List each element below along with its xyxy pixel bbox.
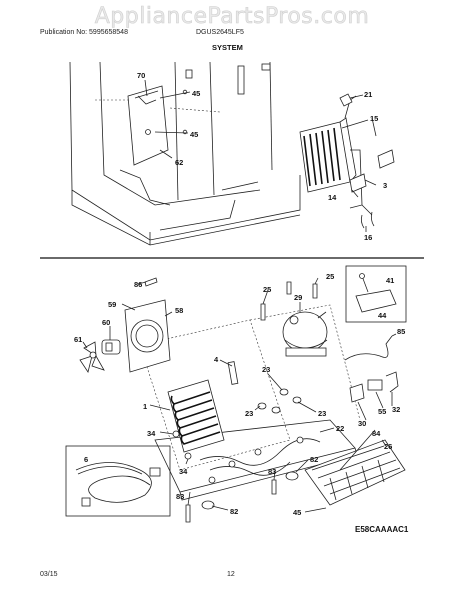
callout-86: 86 (134, 280, 142, 289)
part-25-screw-a (260, 303, 266, 321)
callout-14: 14 (328, 193, 337, 202)
callout-70: 70 (137, 71, 145, 80)
model-number: DGUS2645LF5 (196, 29, 244, 36)
callout-61: 61 (74, 335, 82, 344)
part-23-grommet-d (271, 406, 281, 414)
part-3-bracket (377, 149, 395, 169)
fan-shroud (124, 299, 171, 373)
inset-detail-box (345, 265, 407, 323)
callout-60: 60 (102, 318, 110, 327)
callout-29: 29 (294, 293, 302, 302)
fan-blade (79, 341, 105, 373)
part-83-bolt-a (185, 504, 191, 523)
part-23-grommet-c (257, 402, 267, 410)
watermark-logo: AppliancePartsPros.com (94, 4, 370, 30)
part-30-overload (349, 383, 365, 403)
callout-55: 55 (378, 407, 386, 416)
callout-23-left: 23 (245, 409, 253, 418)
callout-45-middle: 45 (190, 130, 198, 139)
callout-85: 85 (397, 327, 405, 336)
callout-58: 58 (175, 306, 183, 315)
callout-84: 84 (372, 429, 381, 438)
callout-45-lower: 45 (293, 508, 301, 517)
evaporator-cover (127, 85, 188, 166)
part-34-grommet-a (172, 430, 180, 438)
part-4-spacer (227, 361, 239, 385)
part-23-grommet-b (292, 396, 302, 404)
part-86-screw (144, 277, 158, 287)
callout-34-upper: 34 (147, 429, 156, 438)
part-82-mount-a (201, 500, 215, 510)
callout-32: 32 (392, 405, 400, 414)
part-82-mount-b (285, 471, 299, 481)
part-16-hose (360, 211, 375, 229)
part-55-relay (367, 379, 383, 391)
part-3-bracket-lower (349, 173, 367, 193)
part-25-screw-c (286, 281, 292, 295)
callout-25-right: 25 (326, 272, 334, 281)
part-83-bolt-b (271, 479, 277, 495)
callout-4: 4 (214, 355, 219, 364)
part-34-grommet-b (184, 452, 192, 460)
callout-26: 26 (384, 442, 392, 451)
callout-62: 62 (175, 158, 183, 167)
callout-34-lower: 34 (179, 467, 188, 476)
callout-3: 3 (383, 181, 387, 190)
callout-59: 59 (108, 300, 116, 309)
page-number: 12 (227, 571, 235, 578)
footer-date: 03/15 (40, 571, 58, 578)
part-21-clip (339, 93, 353, 107)
callout-21: 21 (364, 90, 372, 99)
part-85-wire (344, 335, 393, 361)
callout-6: 6 (84, 455, 88, 464)
callout-45-upper: 45 (192, 89, 200, 98)
callout-23-upper: 23 (262, 365, 270, 374)
callout-82-left: 82 (230, 507, 238, 516)
diagram-code: E58CAAAAC1 (355, 525, 409, 534)
part-23-grommet-a (279, 388, 289, 396)
callout-23-right: 23 (318, 409, 326, 418)
power-cord-inset (65, 445, 171, 517)
drain-pan (304, 439, 406, 506)
fan-motor (101, 339, 121, 355)
callout-15: 15 (370, 114, 378, 123)
callout-25-left: 25 (263, 285, 271, 294)
callout-16: 16 (364, 233, 372, 242)
callout-1: 1 (143, 402, 147, 411)
compressor (282, 311, 328, 357)
publication-number: Publication No: 5995658548 (40, 29, 128, 36)
part-25-screw-b (312, 283, 318, 299)
callout-30: 30 (358, 419, 366, 428)
condenser-coil-upper (299, 95, 373, 216)
callout-83-left: 83 (176, 492, 184, 501)
callout-82-right: 82 (310, 455, 318, 464)
cabinet-illustration (69, 61, 301, 246)
callout-44: 44 (378, 311, 387, 320)
callout-22: 22 (336, 424, 344, 433)
part-84-tube (339, 429, 376, 471)
callout-83-right: 83 (268, 467, 276, 476)
section-title: SYSTEM (212, 43, 243, 52)
callout-41: 41 (386, 276, 394, 285)
part-32-cover (385, 371, 399, 393)
